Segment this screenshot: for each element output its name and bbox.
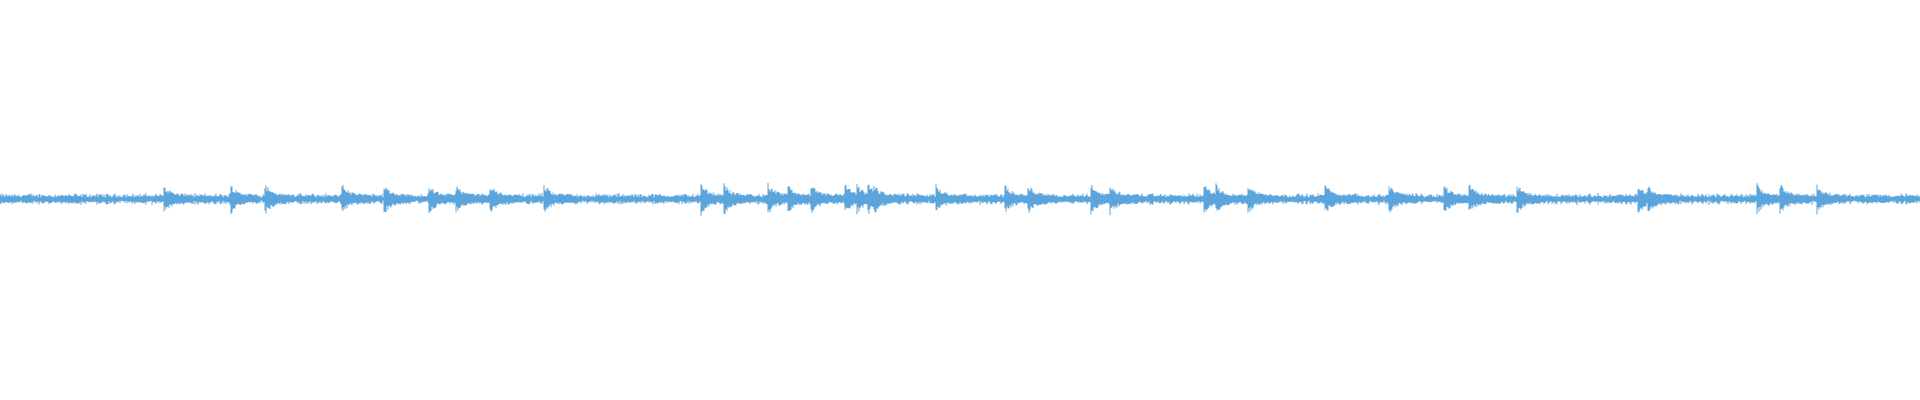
waveform-amplitude-path (0, 183, 1920, 216)
